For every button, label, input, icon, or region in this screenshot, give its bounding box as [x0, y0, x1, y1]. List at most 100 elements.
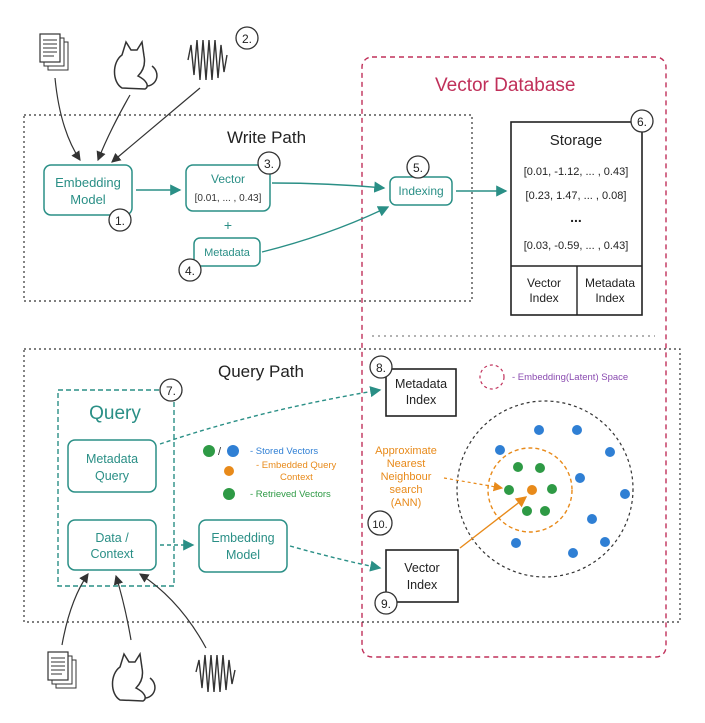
- svg-text:10.: 10.: [372, 519, 387, 531]
- step-badge-8: 8.: [369, 355, 393, 379]
- legend-stored-slash: /: [218, 446, 222, 458]
- svg-text:3.: 3.: [264, 157, 274, 171]
- arrow-audio-to-embedding: [111, 87, 201, 163]
- plus-sign: +: [224, 217, 232, 233]
- metadata-query-line1: Metadata: [86, 452, 138, 466]
- step-badge-9: 9.: [374, 591, 398, 615]
- legend-latent-space: - Embedding(Latent) Space: [512, 372, 628, 383]
- svg-text:Nearest: Nearest: [387, 458, 426, 470]
- svg-text:search: search: [389, 484, 422, 496]
- query-metadata-index-box: [385, 368, 457, 417]
- metadata-box: [193, 237, 261, 267]
- storage-row-3: [0.03, -0.59, ... , 0.43]: [524, 240, 629, 252]
- query-embedding-model-line1: Embedding: [211, 531, 274, 545]
- metadata-query-line2: Query: [95, 469, 130, 483]
- document-icon: [39, 33, 69, 71]
- step-badge-2: 2.: [235, 26, 259, 50]
- data-context-line1: Data /: [95, 531, 129, 545]
- svg-text:2.: 2.: [242, 32, 252, 46]
- legend-stored-vectors: - Stored Vectors: [250, 446, 318, 457]
- data-context-line2: Context: [90, 547, 134, 561]
- vector-box: [185, 164, 271, 212]
- storage-metadata-index-line1: Metadata: [585, 276, 635, 290]
- legend-orange-dot: [224, 466, 234, 476]
- step-badge-1: 1.: [108, 208, 132, 232]
- arrow-metadata-query-to-index: [159, 386, 382, 445]
- arrow-cat-to-context: [113, 574, 132, 641]
- query-path-region: [23, 348, 681, 623]
- write-path-region: [23, 114, 473, 302]
- svg-text:7.: 7.: [166, 384, 176, 398]
- step-badge-10: 10.: [367, 510, 393, 536]
- vector-value: [0.01, ... , 0.43]: [195, 193, 262, 204]
- svg-text:6.: 6.: [637, 115, 647, 129]
- legend-retrieved-vectors: - Retrieved Vectors: [250, 489, 331, 500]
- query-vector-index-box: [385, 549, 459, 603]
- write-embedding-model-line2: Model: [70, 192, 106, 207]
- step-badge-5: 5.: [406, 155, 430, 179]
- write-embedding-model-box: [43, 164, 133, 216]
- vector-database-title: Vector Database: [435, 75, 575, 96]
- cat-icon-bottom: [111, 651, 156, 702]
- storage-vector-index-line2: Index: [529, 291, 558, 305]
- vector-database-region: [361, 56, 667, 658]
- query-metadata-index-line1: Metadata: [395, 377, 447, 391]
- query-vector-index-line1: Vector: [404, 561, 439, 575]
- arrow-cat-to-embedding: [96, 94, 131, 162]
- write-embedding-model-line1: Embedding: [55, 175, 121, 190]
- embedded-query-point: [527, 485, 537, 495]
- document-icon-bottom: [47, 651, 77, 689]
- metadata-label: Metadata: [204, 247, 251, 259]
- svg-text:4.: 4.: [185, 264, 195, 278]
- query-group-box: [57, 389, 175, 587]
- legend-green-dot-2: [223, 488, 235, 500]
- svg-text:5.: 5.: [413, 161, 423, 175]
- legend-green-dot: [203, 445, 215, 457]
- indexing-label: Indexing: [398, 184, 443, 198]
- storage-title: Storage: [550, 132, 603, 149]
- storage-row-2: [0.23, 1.47, ... , 0.08]: [526, 190, 627, 202]
- svg-text:1.: 1.: [115, 214, 125, 228]
- arrow-embedding-to-vector-index: [289, 545, 382, 572]
- ann-pointer: [443, 477, 504, 492]
- query-metadata-index-line2: Index: [406, 393, 437, 407]
- legend-latent-circle: [479, 364, 505, 390]
- svg-text:Neighbour: Neighbour: [381, 471, 432, 483]
- latent-space-circle: [456, 400, 634, 578]
- step-badge-3: 3.: [257, 151, 281, 175]
- audio-wave-icon: [187, 39, 228, 81]
- storage-metadata-index-line2: Index: [595, 291, 624, 305]
- metadata-query-box: [67, 439, 157, 493]
- svg-text:9.: 9.: [381, 597, 391, 611]
- query-embedding-model-box: [198, 519, 288, 573]
- storage-row-1: [0.01, -1.12, ... , 0.43]: [524, 166, 629, 178]
- query-path-title: Query Path: [218, 362, 304, 381]
- step-badge-6: 6.: [630, 109, 654, 133]
- query-title: Query: [89, 403, 141, 424]
- svg-text:(ANN): (ANN): [391, 497, 422, 509]
- audio-wave-icon-bottom: [195, 654, 236, 693]
- legend-blue-dot: [227, 445, 239, 457]
- vector-label: Vector: [211, 172, 245, 186]
- legend-embedded-line2: Context: [280, 472, 313, 483]
- svg-text:Approximate: Approximate: [375, 445, 437, 457]
- ann-region-circle: [487, 447, 573, 533]
- write-path-title: Write Path: [227, 128, 306, 147]
- arrow-audio-to-context: [138, 573, 207, 649]
- stored-vectors: [495, 425, 630, 558]
- data-context-box: [67, 519, 157, 571]
- query-embedding-model-line2: Model: [226, 548, 260, 562]
- query-vector-index-line2: Index: [407, 578, 438, 592]
- arrow-doc-to-embedding: [54, 77, 81, 161]
- arrow-vector-index-to-query: [459, 496, 528, 549]
- svg-text:8.: 8.: [376, 361, 386, 375]
- storage-row-ellipsis: ...: [570, 209, 582, 225]
- arrow-doc-to-context: [61, 573, 89, 646]
- cat-icon: [113, 39, 158, 90]
- ann-label: Approximate Nearest Neighbour search (AN…: [375, 445, 437, 509]
- legend-embedded-line1: - Embedded Query: [256, 460, 337, 471]
- retrieved-vectors: [504, 462, 557, 516]
- arrow-metadata-to-indexing: [261, 206, 390, 253]
- step-badge-4: 4.: [178, 258, 202, 282]
